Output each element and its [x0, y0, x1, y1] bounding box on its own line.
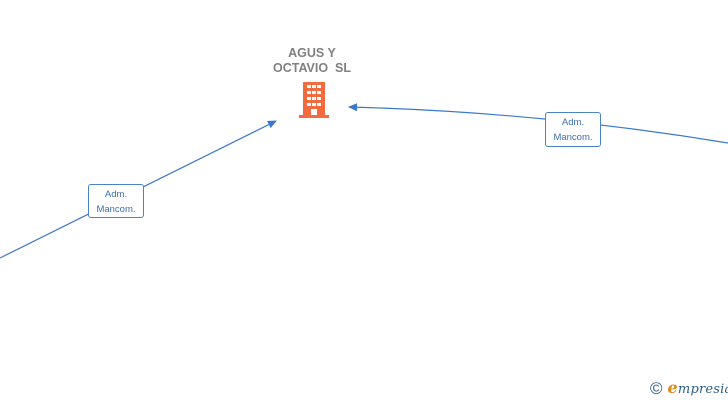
building-icon[interactable]	[298, 82, 330, 118]
edge-label-left[interactable]: Adm. Mancom.	[88, 184, 144, 218]
copyright-icon: ©	[650, 379, 663, 398]
edge-label-right-line1: Adm.	[561, 117, 585, 128]
edge-label-left-line1: Adm.	[104, 189, 128, 200]
edge-right-to-company[interactable]	[348, 103, 728, 144]
brand-logo: empresia	[668, 379, 728, 399]
edge-label-right[interactable]: Adm. Mancom.	[545, 112, 601, 147]
brand-rest: mpresia	[677, 382, 728, 397]
edge-label-left-line2: Mancom.	[96, 204, 136, 215]
edge-label-right-line2: Mancom.	[553, 132, 593, 143]
company-name[interactable]: AGUS Y OCTAVIO SL	[252, 46, 372, 76]
empresia-watermark[interactable]: © empresia	[650, 379, 728, 399]
company-name-line1: AGUS Y	[288, 46, 336, 60]
brand-initial: e	[667, 378, 678, 397]
company-name-line2: OCTAVIO SL	[272, 61, 351, 75]
